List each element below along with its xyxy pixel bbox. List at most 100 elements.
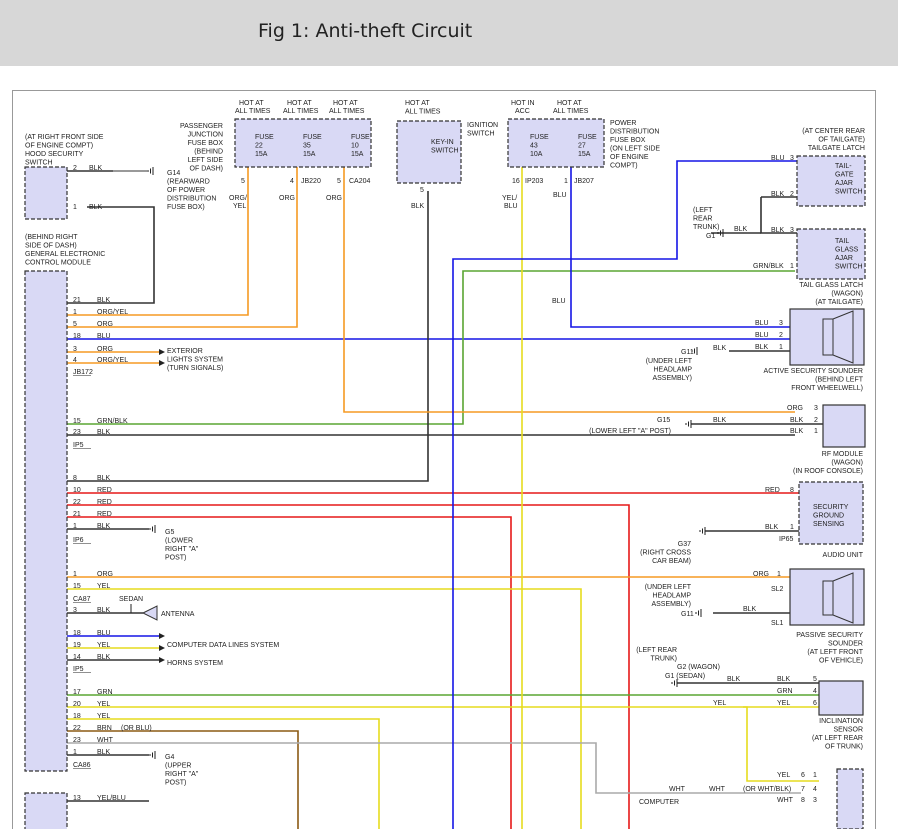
- incline-label: SENSOR: [833, 727, 863, 734]
- tail-glass-inner-label: AJAR: [835, 255, 853, 262]
- incline-label: OF TRUNK): [825, 744, 863, 751]
- g5-label: G5: [165, 529, 174, 536]
- gecm-pin-number: 10: [73, 487, 81, 494]
- or-blu-label: (OR BLU): [121, 725, 152, 732]
- wire-color: (OR WHT/BLK): [743, 786, 791, 793]
- trunk-ground-label: REAR: [693, 216, 712, 223]
- gecm-connector-id: CA86: [73, 762, 91, 769]
- hot-at-label: HOT AT: [287, 100, 312, 107]
- pin: 1: [814, 428, 818, 435]
- tailgate-inner-label: SWITCH: [835, 189, 863, 196]
- fuse-label: FUSE: [530, 134, 549, 141]
- bottom-right-module-box: [836, 768, 864, 829]
- antenna-label: ANTENNA: [161, 611, 195, 618]
- pj-fuse-box-label: JUNCTION: [188, 132, 223, 139]
- wire-color: ORG: [279, 195, 295, 202]
- g11-ground-symbol: [691, 347, 698, 355]
- pj-fuse-box-label: LEFT SIDE: [188, 157, 224, 164]
- g14-label: (REARWARD: [167, 179, 210, 186]
- g5-label: (LOWER: [165, 538, 193, 545]
- tailgate-label: (AT CENTER REAR: [802, 128, 865, 135]
- pin: 2: [814, 417, 818, 424]
- active-security-sounder-box: [789, 308, 865, 366]
- wire-red-21: [67, 516, 512, 829]
- tail-glass-label: (WAGON): [831, 291, 863, 298]
- g4-label: POST): [165, 780, 186, 787]
- security-ground-inner-label: GROUND: [813, 513, 844, 520]
- wire-color: YEL: [777, 700, 790, 707]
- trunk-ground-label: TRUNK): [693, 224, 719, 231]
- data-arrow-blu: [159, 633, 165, 639]
- fuse-label: 15A: [578, 151, 591, 158]
- fuse-label: FUSE: [351, 134, 370, 141]
- g15-location-label: (LOWER LEFT "A" POST): [589, 428, 671, 435]
- gecm-pin-number: 1: [73, 523, 77, 530]
- wire-color: BLU: [755, 320, 769, 327]
- pin: 3: [813, 797, 817, 804]
- hood-switch-label: OF ENGINE COMPT): [25, 143, 93, 150]
- fuse-label: 10A: [530, 151, 543, 158]
- pin: 2: [779, 332, 783, 339]
- security-ground-inner-label: SENSING: [813, 521, 845, 528]
- wire-color: ORG: [326, 195, 342, 202]
- wire-color: BLU: [504, 203, 518, 210]
- g11-passive-ground-symbol: [695, 609, 702, 617]
- connector-id: IP65: [779, 536, 794, 543]
- gecm-pin-number: 21: [73, 511, 81, 518]
- gecm-pin-number: 8: [73, 475, 77, 482]
- gecm-pin-number: 5: [73, 321, 77, 328]
- fuse-pin: 4: [290, 178, 294, 185]
- g14-label: G14: [167, 170, 180, 177]
- wire-color: YEL: [713, 700, 726, 707]
- wire-color: WHT: [709, 786, 726, 793]
- wire-fuse35-org: [67, 166, 298, 328]
- wire-yel-15: [67, 588, 582, 829]
- pin: 6: [813, 700, 817, 707]
- wire-color: BLK: [790, 417, 804, 424]
- gecm-pin-number: 21: [73, 297, 81, 304]
- wire-color: BLK: [743, 606, 757, 613]
- passive-sounder-label: (AT LEFT FRONT: [807, 649, 863, 656]
- passive-g11-location-label: (UNDER LEFT: [645, 584, 692, 591]
- g14-ground-symbol: [147, 167, 154, 175]
- wire-color: WHT: [669, 786, 686, 793]
- g14-label: DISTRIBUTION: [167, 196, 216, 203]
- pin: 8: [801, 797, 805, 804]
- gecm-wire-color: YEL: [97, 713, 110, 720]
- pin: 1: [813, 772, 817, 779]
- tail-glass-label: (AT TAILGATE): [815, 299, 863, 306]
- pin: 1: [790, 263, 794, 270]
- gecm-pin-number: 18: [73, 333, 81, 340]
- hot-at-label: ALL TIMES: [405, 109, 441, 116]
- pin: 3: [790, 227, 794, 234]
- pj-fuse-box-label: OF DASH): [190, 166, 223, 173]
- pd-fuse-box-label: COMPT): [610, 163, 638, 170]
- gecm-pin-number: 18: [73, 630, 81, 637]
- inclination-sensor-box: [818, 680, 864, 716]
- gecm-wire-color: ORG: [97, 346, 113, 353]
- g15-label: G15: [657, 417, 670, 424]
- gecm-connector-id: IP5: [73, 666, 84, 673]
- hot-at-label: ACC: [515, 108, 530, 115]
- wire-brn-22: [67, 730, 299, 829]
- gecm-pin-number: 1: [73, 309, 77, 316]
- keyin-label: KEY-IN: [431, 139, 454, 146]
- passive-security-sounder-box: [789, 568, 865, 626]
- hot-at-label: ALL TIMES: [329, 108, 365, 115]
- figure-title: Fig 1: Anti-theft Circuit: [258, 20, 473, 42]
- wire-yel-18: [67, 718, 380, 829]
- fuse-pin: 5: [241, 178, 245, 185]
- pin: 1: [777, 571, 781, 578]
- connector-id: JB220: [301, 178, 321, 185]
- g11-location-label: ASSEMBLY): [652, 375, 692, 382]
- wire-color: BLU: [552, 298, 566, 305]
- wire-color: BLK: [713, 345, 727, 352]
- gecm-pin-number: 1: [73, 749, 77, 756]
- speaker-cone: [832, 310, 854, 364]
- rf-module-label: (IN ROOF CONSOLE): [793, 468, 863, 475]
- ignition-pin: 5: [420, 187, 424, 194]
- gecm-connector-id: CA87: [73, 596, 91, 603]
- pin: 3: [779, 320, 783, 327]
